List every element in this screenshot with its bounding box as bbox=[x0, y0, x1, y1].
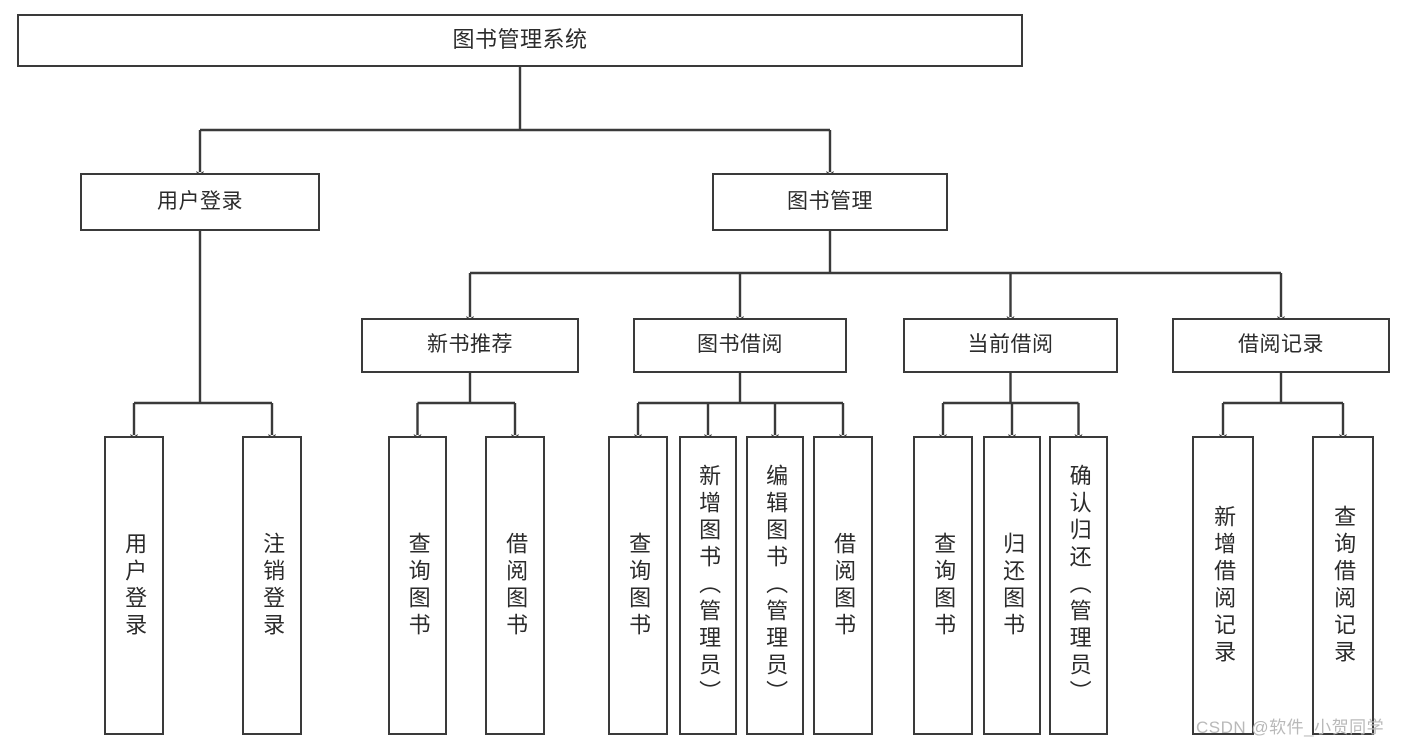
node-leaf-borrow-book-a[interactable]: 借阅图书 bbox=[485, 436, 545, 735]
node-new-book-rec[interactable]: 新书推荐 bbox=[361, 318, 579, 373]
node-root[interactable]: 图书管理系统 bbox=[17, 14, 1023, 67]
node-leaf-query-book-b[interactable]: 查询图书 bbox=[608, 436, 668, 735]
node-label-new-book-rec: 新书推荐 bbox=[427, 333, 513, 357]
node-label-root: 图书管理系统 bbox=[452, 27, 588, 53]
node-borrow-record[interactable]: 借阅记录 bbox=[1172, 318, 1390, 373]
node-label-user-login: 用户登录 bbox=[157, 189, 243, 213]
node-leaf-user-login[interactable]: 用户登录 bbox=[104, 436, 164, 735]
node-leaf-edit-book[interactable]: 编辑图书（管理员） bbox=[746, 436, 804, 735]
node-leaf-user-logout[interactable]: 注销登录 bbox=[242, 436, 302, 735]
node-label-leaf-edit-book: 编辑图书（管理员） bbox=[763, 464, 789, 707]
node-label-leaf-borrow-book-b: 借阅图书 bbox=[831, 531, 857, 640]
node-current-borrow[interactable]: 当前借阅 bbox=[903, 318, 1118, 373]
node-label-leaf-query-book-c: 查询图书 bbox=[931, 531, 957, 640]
node-user-login[interactable]: 用户登录 bbox=[80, 173, 320, 231]
node-leaf-add-record[interactable]: 新增借阅记录 bbox=[1192, 436, 1254, 735]
node-leaf-return-book[interactable]: 归还图书 bbox=[983, 436, 1041, 735]
node-label-leaf-user-logout: 注销登录 bbox=[260, 531, 286, 640]
node-label-leaf-add-book: 新增图书（管理员） bbox=[696, 464, 722, 707]
node-label-leaf-query-book-a: 查询图书 bbox=[405, 531, 431, 640]
node-leaf-confirm-return[interactable]: 确认归还（管理员） bbox=[1049, 436, 1108, 735]
node-book-borrow[interactable]: 图书借阅 bbox=[633, 318, 847, 373]
node-label-leaf-query-record: 查询借阅记录 bbox=[1331, 504, 1357, 667]
node-label-borrow-record: 借阅记录 bbox=[1238, 333, 1324, 357]
node-label-current-borrow: 当前借阅 bbox=[967, 333, 1054, 357]
node-leaf-add-book[interactable]: 新增图书（管理员） bbox=[679, 436, 737, 735]
node-label-book-borrow: 图书借阅 bbox=[697, 333, 783, 357]
node-leaf-query-book-c[interactable]: 查询图书 bbox=[913, 436, 973, 735]
csdn-watermark: CSDN @软件_小贺同学 bbox=[1196, 718, 1385, 737]
node-label-book-manage: 图书管理 bbox=[787, 189, 873, 213]
node-label-leaf-confirm-return: 确认归还（管理员） bbox=[1066, 464, 1092, 707]
node-leaf-borrow-book-b[interactable]: 借阅图书 bbox=[813, 436, 873, 735]
node-label-leaf-borrow-book-a: 借阅图书 bbox=[503, 531, 529, 640]
node-label-leaf-add-record: 新增借阅记录 bbox=[1211, 504, 1237, 667]
node-book-manage[interactable]: 图书管理 bbox=[712, 173, 948, 231]
node-leaf-query-book-a[interactable]: 查询图书 bbox=[388, 436, 447, 735]
node-label-leaf-user-login: 用户登录 bbox=[122, 531, 148, 640]
node-label-leaf-return-book: 归还图书 bbox=[1000, 531, 1026, 640]
node-leaf-query-record[interactable]: 查询借阅记录 bbox=[1312, 436, 1374, 735]
node-label-leaf-query-book-b: 查询图书 bbox=[626, 531, 652, 640]
